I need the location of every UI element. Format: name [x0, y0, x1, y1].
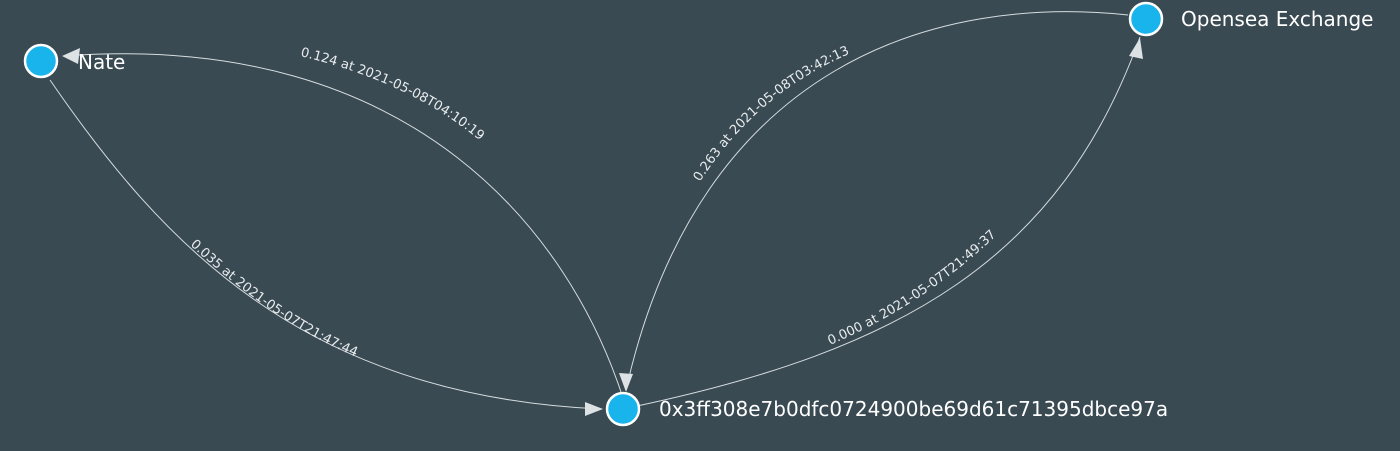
node-label: 0x3ff308e7b0dfc0724900be69d61c71395dbce9…: [659, 397, 1168, 421]
arrow-head-icon: [585, 402, 603, 416]
edge-label: 0.035 at 2021-05-07T21:47:44: [187, 237, 360, 360]
node-circle[interactable]: [605, 391, 641, 427]
arrow-head-icon: [619, 373, 633, 392]
node-opensea[interactable]: Opensea Exchange: [1128, 1, 1373, 37]
node-label: Opensea Exchange: [1181, 7, 1373, 31]
edge-label: 0.000 at 2021-05-07T21:49:37: [826, 227, 1000, 348]
arrow-head-icon: [62, 48, 80, 64]
edge-line: [636, 36, 1141, 407]
edge-line: [49, 79, 601, 410]
edge-label: 0.263 at 2021-05-08T03:42:13: [691, 43, 852, 184]
edge-line: [625, 11, 1129, 391]
edge-opensea-to-wallet[interactable]: 0.263 at 2021-05-08T03:42:13: [619, 11, 1129, 392]
node-nate[interactable]: Nate: [23, 43, 125, 79]
node-circle[interactable]: [23, 43, 59, 79]
node-wallet[interactable]: 0x3ff308e7b0dfc0724900be69d61c71395dbce9…: [605, 391, 1168, 427]
edge-nate-to-wallet[interactable]: 0.035 at 2021-05-07T21:47:44: [49, 79, 603, 416]
node-label: Nate: [78, 50, 125, 74]
edge-label: 0.124 at 2021-05-08T04:10:19: [299, 45, 487, 143]
node-circle[interactable]: [1128, 1, 1164, 37]
arrow-head-icon: [1129, 38, 1143, 59]
edge-wallet-to-opensea[interactable]: 0.000 at 2021-05-07T21:49:37: [636, 36, 1143, 407]
